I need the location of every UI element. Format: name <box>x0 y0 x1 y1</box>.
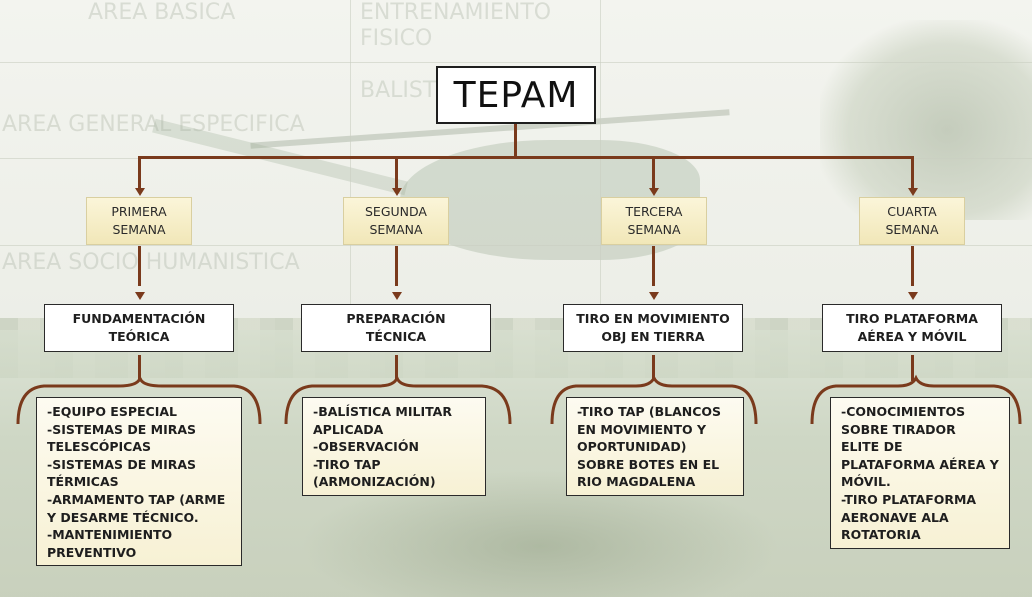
topic-box-4: TIRO PLATAFORMA AÉREA Y MÓVIL <box>822 304 1002 352</box>
detail-box-1: -EQUIPO ESPECIAL -SISTEMAS DE MIRAS TELE… <box>36 397 242 567</box>
arrow-week-1 <box>134 188 145 196</box>
connector-horizontal <box>138 156 914 159</box>
connector-detail-4 <box>911 355 914 381</box>
detail-line: SOBRE TIRADOR <box>841 421 956 437</box>
arrow-topic-2 <box>391 292 402 300</box>
detail-line: Y DESARME TÉCNICO. <box>47 509 199 525</box>
detail-line: -MANTENIMIENTO <box>47 527 173 543</box>
detail-line: EN MOVIMIENTO Y <box>577 421 707 437</box>
background-text: AREA SOCIO HUMANISTICA <box>2 250 300 275</box>
background-text: AREA GENERAL ESPECIFICA <box>2 112 305 137</box>
detail-line: PLATAFORMA AÉREA Y <box>841 456 999 472</box>
arrow-week-3 <box>648 188 659 196</box>
detail-line: RIO MAGDALENA <box>577 474 696 490</box>
topic-box-3: TIRO EN MOVIMIENTO OBJ EN TIERRA <box>563 304 743 352</box>
detail-line: -OBSERVACIÓN <box>313 439 419 455</box>
connector-topic-2 <box>395 246 398 286</box>
detail-line: MÓVIL. <box>841 474 891 490</box>
detail-line: TELESCÓPICAS <box>47 439 152 455</box>
connector-detail-1 <box>138 355 141 381</box>
connector-detail-2 <box>395 355 398 381</box>
topic-box-2: PREPARACIÓN TÉCNICA <box>301 304 491 352</box>
week-box-2: SEGUNDA SEMANA <box>343 197 449 245</box>
week-box-3: TERCERA SEMANA <box>601 197 707 245</box>
detail-line: AERONAVE ALA <box>841 509 949 525</box>
background-text: ENTRENAMIENTO FISICO <box>360 0 552 51</box>
arrow-topic-1 <box>134 292 145 300</box>
detail-line: APLICADA <box>313 421 384 437</box>
background-grid-line <box>0 245 1032 246</box>
connector-topic-1 <box>138 246 141 286</box>
bracket-week-3 <box>550 374 758 425</box>
detail-line: ELITE DE <box>841 439 903 455</box>
detail-line: -SISTEMAS DE MIRAS <box>47 456 197 472</box>
detail-line: -TIRO TAP <box>313 456 381 472</box>
detail-line: OPORTUNIDAD) <box>577 439 687 455</box>
detail-line: -TIRO TAP (BLANCOS <box>577 404 722 419</box>
connector-week-4 <box>911 156 914 188</box>
connector-detail-3 <box>652 355 655 381</box>
background-grid-line <box>0 62 1032 63</box>
detail-line: TÉRMICAS <box>47 474 119 490</box>
arrow-topic-4 <box>907 292 918 300</box>
background-text: AREA BASICA <box>88 0 236 25</box>
arrow-week-4 <box>907 188 918 196</box>
background-grid-line <box>350 0 351 330</box>
arrow-topic-3 <box>648 292 659 300</box>
connector-week-3 <box>652 156 655 188</box>
connector-topic-3 <box>652 246 655 286</box>
detail-line: -CONOCIMIENTOS <box>841 404 966 419</box>
detail-line: PREVENTIVO <box>47 544 137 560</box>
topic-box-1: FUNDAMENTACIÓN TEÓRICA <box>44 304 234 352</box>
detail-line: (ARMONIZACIÓN) <box>313 474 436 490</box>
sniper-silhouette <box>820 20 1032 220</box>
connector-topic-4 <box>911 246 914 286</box>
detail-box-3: -TIRO TAP (BLANCOS EN MOVIMIENTO Y OPORT… <box>566 397 744 496</box>
detail-line: ROTATORIA <box>841 527 921 543</box>
diagram-title: TEPAM <box>436 66 596 124</box>
detail-line: -TIRO PLATAFORMA <box>841 491 977 507</box>
detail-line: -SISTEMAS DE MIRAS <box>47 421 197 437</box>
detail-box-4: -CONOCIMIENTOS SOBRE TIRADOR ELITE DE PL… <box>830 397 1010 549</box>
connector-root <box>514 124 517 158</box>
detail-line: -ARMAMENTO TAP (ARME <box>47 491 226 507</box>
bracket-week-4 <box>810 374 1022 425</box>
connector-week-1 <box>138 156 141 188</box>
bracket-week-1 <box>16 377 262 425</box>
bracket-week-2 <box>284 373 512 425</box>
week-box-1: PRIMERA SEMANA <box>86 197 192 245</box>
week-box-4: CUARTA SEMANA <box>859 197 965 245</box>
detail-line: -EQUIPO ESPECIAL <box>47 404 177 419</box>
background-grid-line <box>600 0 601 330</box>
connector-week-2 <box>395 156 398 188</box>
arrow-week-2 <box>391 188 402 196</box>
detail-line: SOBRE BOTES EN EL <box>577 456 720 472</box>
detail-line: -BALÍSTICA MILITAR <box>313 404 452 419</box>
detail-box-2: -BALÍSTICA MILITAR APLICADA -OBSERVACIÓN… <box>302 397 486 496</box>
